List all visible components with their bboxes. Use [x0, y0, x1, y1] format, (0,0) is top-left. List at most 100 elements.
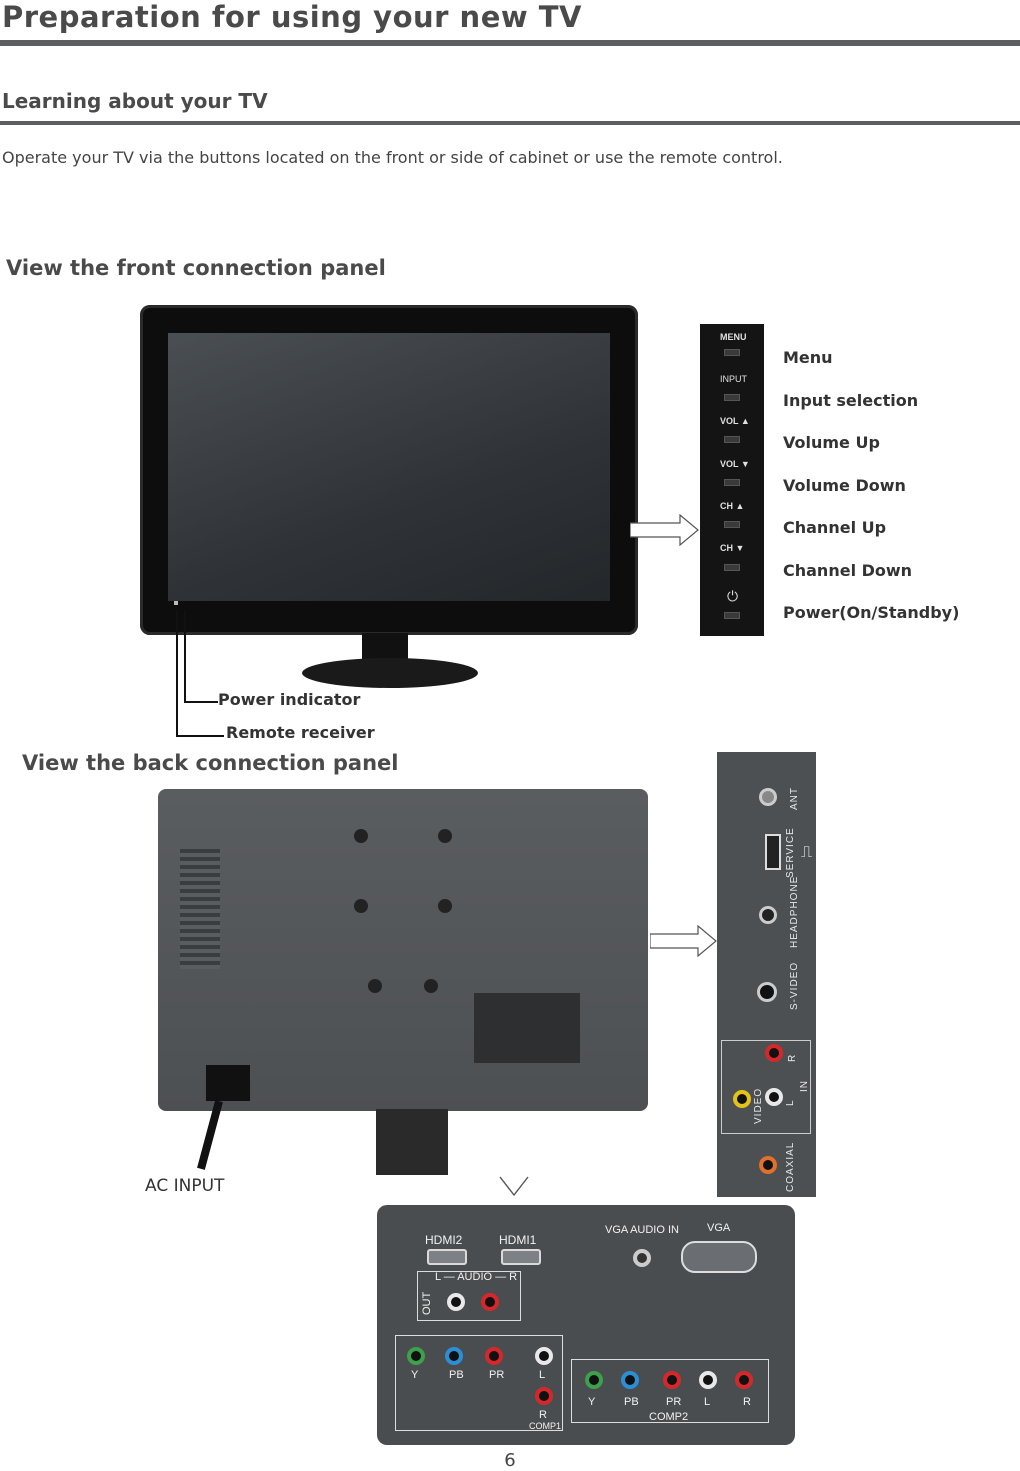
comp2-l-label: L — [704, 1396, 711, 1408]
arrow-right-icon — [650, 925, 717, 957]
power-key — [724, 612, 740, 619]
mount-hole — [438, 829, 452, 843]
audio-label: L — AUDIO — R — [435, 1271, 518, 1283]
vol-down-key-label: VOL ▼ — [720, 459, 750, 469]
callout-volume-up: Volume Up — [783, 433, 880, 452]
rear-port-cluster — [474, 993, 580, 1063]
headphone-label: HEADPHONE — [789, 875, 800, 948]
tv-back-stand — [376, 1109, 448, 1175]
side-connector-panel: ANT SERVICE ⎍ HEADPHONE S-VIDEO R IN L V… — [717, 752, 816, 1197]
video-label: VIDEO — [753, 1087, 764, 1124]
comp1-pb-label: PB — [449, 1369, 464, 1381]
vol-up-key-label: VOL ▲ — [720, 416, 750, 426]
hdmi1-label: HDMI1 — [499, 1233, 537, 1247]
mount-hole — [354, 899, 368, 913]
menu-key-label: MENU — [720, 332, 747, 342]
front-panel-heading: View the front connection panel — [6, 256, 386, 280]
audio-l-jack — [765, 1088, 783, 1106]
mount-hole — [368, 979, 382, 993]
intro-text: Operate your TV via the buttons located … — [2, 148, 783, 167]
out-label: OUT — [421, 1291, 433, 1315]
comp2-pr-label: PR — [666, 1396, 682, 1408]
vol-up-key — [724, 436, 740, 443]
ac-socket — [206, 1065, 250, 1101]
menu-key — [724, 349, 740, 356]
arrow-down-icon — [499, 1176, 529, 1197]
comp1-l-jack — [535, 1347, 553, 1365]
comp1-r-jack — [535, 1387, 553, 1405]
comp1-r-label: R — [539, 1409, 547, 1421]
ch-down-key — [724, 564, 740, 571]
input-key-label: INPUT — [720, 374, 747, 384]
callout-volume-down: Volume Down — [783, 476, 906, 495]
vent-grille — [180, 849, 220, 969]
tv-stand-base — [302, 658, 478, 688]
ch-down-key-label: CH ▼ — [720, 543, 745, 553]
usb-icon: ⎍ — [801, 842, 813, 861]
ant-jack — [759, 788, 777, 806]
comp2-l-jack — [699, 1371, 717, 1389]
comp2-pb-jack — [621, 1371, 639, 1389]
vga-label: VGA — [707, 1222, 731, 1234]
comp1-pr-jack — [485, 1347, 503, 1365]
mount-hole — [424, 979, 438, 993]
comp2-r-jack — [735, 1371, 753, 1389]
vga-port — [681, 1241, 757, 1273]
comp1-y-label: Y — [411, 1369, 419, 1381]
tv-back-image — [158, 789, 648, 1111]
comp2-label: COMP2 — [649, 1411, 689, 1423]
av-input-group — [721, 1040, 811, 1134]
callout-input: Input selection — [783, 391, 919, 410]
comp1-y-jack — [407, 1347, 425, 1365]
service-label: SERVICE — [785, 827, 796, 878]
coaxial-jack — [759, 1156, 777, 1174]
power-symbol-icon: ⏻ — [727, 589, 739, 605]
page-title: Preparation for using your new TV — [2, 0, 582, 34]
remote-receiver-line — [176, 610, 178, 736]
callout-menu: Menu — [783, 348, 833, 367]
comp2-pr-jack — [663, 1371, 681, 1389]
r-label: R — [787, 1053, 798, 1062]
vol-down-key — [724, 479, 740, 486]
svideo-jack — [757, 982, 777, 1002]
vga-audio-jack — [633, 1249, 651, 1267]
remote-receiver-line-h — [176, 735, 224, 737]
video-jack — [733, 1090, 751, 1108]
title-rule — [0, 40, 1020, 46]
back-panel-heading: View the back connection panel — [22, 751, 399, 775]
comp2-r-label: R — [743, 1396, 751, 1408]
comp1-l-label: L — [539, 1369, 546, 1381]
arrow-right-icon — [630, 514, 699, 546]
usb-port — [765, 834, 781, 870]
front-button-panel: MENU INPUT VOL ▲ VOL ▼ CH ▲ CH ▼ ⏻ — [700, 324, 764, 636]
audio-out-group — [417, 1271, 521, 1321]
tv-screen — [168, 333, 610, 601]
callout-power: Power(On/Standby) — [783, 603, 960, 622]
comp2-group — [571, 1359, 769, 1423]
power-indicator-line-h — [184, 701, 218, 703]
comp2-y-label: Y — [588, 1396, 596, 1408]
ch-up-key-label: CH ▲ — [720, 501, 745, 511]
headphone-jack — [759, 906, 777, 924]
ant-label: ANT — [789, 787, 800, 810]
mount-hole — [438, 899, 452, 913]
comp1-pr-label: PR — [489, 1369, 505, 1381]
vga-audio-in-label: VGA AUDIO IN — [605, 1224, 679, 1236]
coaxial-label: COAXIAL — [785, 1141, 796, 1192]
ac-input-label: AC INPUT — [145, 1176, 225, 1196]
callout-channel-up: Channel Up — [783, 518, 887, 537]
input-key — [724, 394, 740, 401]
bottom-connector-panel: HDMI2 HDMI1 VGA AUDIO IN VGA L — AUDIO —… — [377, 1205, 795, 1445]
comp1-pb-jack — [445, 1347, 463, 1365]
svideo-label: S-VIDEO — [789, 961, 800, 1010]
audio-r-jack — [765, 1044, 783, 1062]
power-indicator-line — [184, 610, 186, 702]
hdmi2-label: HDMI2 — [425, 1233, 463, 1247]
power-indicator-label: Power indicator — [218, 690, 361, 709]
comp2-pb-label: PB — [624, 1396, 639, 1408]
l-label: L — [785, 1099, 796, 1106]
section-rule — [0, 121, 1020, 125]
hdmi1-port — [501, 1249, 541, 1265]
comp2-y-jack — [585, 1371, 603, 1389]
section-title: Learning about your TV — [2, 89, 268, 113]
